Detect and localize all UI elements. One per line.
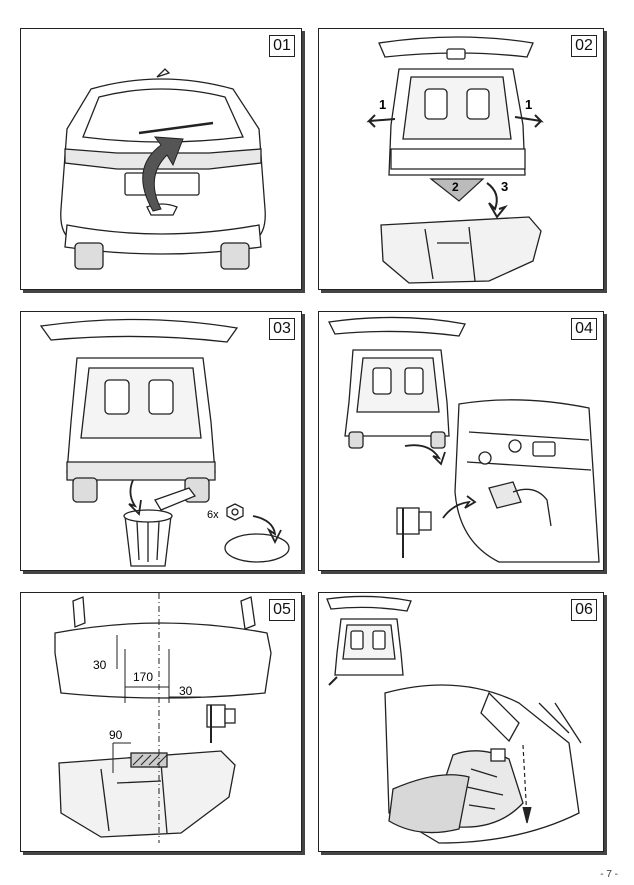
step-number-02: 02	[571, 35, 597, 57]
quantity-label: 6x	[207, 509, 219, 521]
step-03-panel: 03 6x	[20, 311, 302, 571]
rear-bumper	[64, 224, 262, 255]
open-liftgate	[378, 36, 534, 58]
step-number-04: 04	[571, 318, 597, 340]
rear-panel	[388, 774, 470, 834]
wiring-connector	[488, 481, 522, 509]
step-03-illustration: 6x	[39, 318, 290, 567]
right-clip-arrow	[514, 114, 544, 128]
zoom-arrow	[404, 444, 446, 466]
step-05-panel: 05 30 170 30	[20, 592, 302, 852]
removed-plug	[154, 487, 197, 511]
dim-label-90: 90	[109, 728, 123, 742]
left-clip-arrow	[366, 114, 396, 128]
open-liftgate	[39, 318, 239, 343]
open-liftgate	[328, 316, 466, 337]
connector-symbol	[396, 507, 420, 535]
step-01-illustration	[60, 68, 266, 270]
step-04-panel: 04	[318, 311, 604, 571]
rear-wiper	[138, 121, 214, 135]
step-01-panel: 01	[20, 28, 302, 290]
lower-panel-arrow	[429, 178, 485, 202]
underbody-panel	[380, 216, 542, 284]
discard-arrow	[128, 479, 142, 516]
open-liftgate-arrow	[142, 136, 184, 212]
underbody-panel	[58, 750, 236, 838]
dim-label-30-vertical: 30	[93, 658, 107, 672]
callout-1-left: 1	[379, 97, 386, 112]
connect-arrow	[442, 495, 477, 519]
bolt-alignment-line	[522, 744, 528, 820]
step-number-01: 01	[269, 35, 295, 57]
rear-bumper-cover	[54, 622, 272, 699]
dim-label-30-horizontal: 30	[179, 684, 193, 698]
step-number-05: 05	[269, 599, 295, 621]
step-number-06: 06	[571, 599, 597, 621]
cargo-interior	[402, 76, 512, 140]
step-04-illustration	[328, 316, 600, 563]
cargo-interior	[80, 367, 202, 439]
step-02-illustration: 1 1 2 3	[366, 36, 544, 284]
right-wheel	[220, 242, 250, 270]
license-plate-area	[124, 172, 200, 196]
connector-symbol	[206, 704, 226, 728]
remove-panel-arrow	[486, 182, 508, 219]
step-06-panel: 06	[318, 592, 604, 852]
dim-label-170: 170	[133, 670, 153, 684]
store-arrow	[252, 515, 282, 545]
callout-1-right: 1	[525, 97, 532, 112]
hardware-tray	[224, 533, 290, 563]
rear-window	[82, 88, 244, 143]
callout-3: 3	[501, 179, 508, 194]
step-number-03: 03	[269, 318, 295, 340]
insert-bolt-arrow	[522, 806, 532, 824]
left-wheel	[74, 242, 104, 270]
step-02-panel: 02 1 1 2 3	[318, 28, 604, 290]
rear-sill	[66, 461, 216, 481]
step-06-illustration	[326, 595, 582, 844]
open-liftgate	[326, 595, 412, 612]
page-number: - 7 -	[600, 869, 618, 880]
dim-90	[112, 742, 131, 773]
detail-view	[454, 399, 600, 563]
locator-arrow	[328, 676, 338, 686]
callout-2: 2	[452, 180, 459, 194]
step-05-illustration: 30 170 30 90	[54, 593, 272, 843]
